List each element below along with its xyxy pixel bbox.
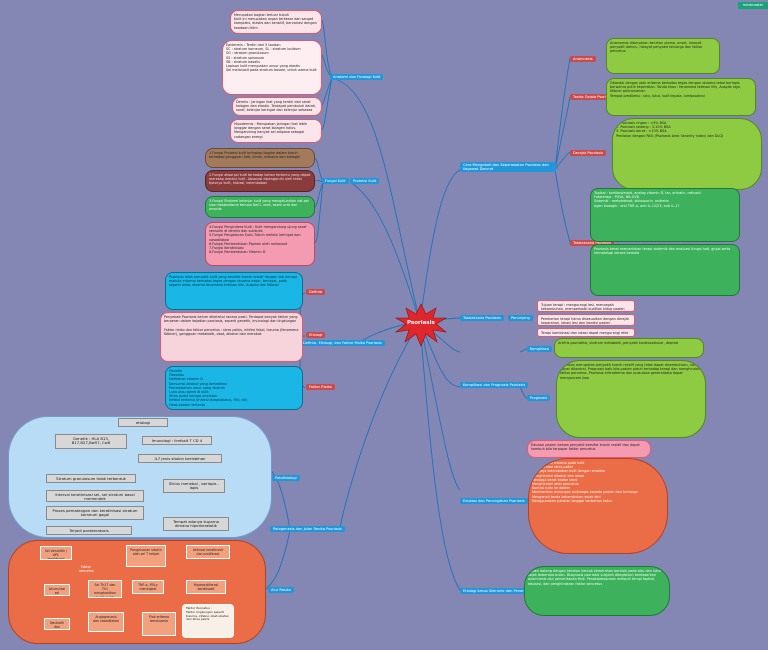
pg-box-6: TNF-α, IFN-γ meningkat bbox=[132, 580, 164, 594]
branch-patofisiologi[interactable]: Patofisiologi bbox=[272, 475, 300, 482]
pato-sitokin: IL7 jenis sitokin berlebihan bbox=[138, 454, 222, 463]
pato-imunologi: Imunologi : limfosit T CD 4 bbox=[142, 436, 212, 445]
note-edukasi: Menghindari trauma pada kulit Menghindar… bbox=[528, 458, 668, 554]
branch-definisi-etiologi[interactable]: Definisi, Etiologi, dan Faktor Risiko Ps… bbox=[300, 340, 385, 347]
note-skenario: Pasien datang dengan keluhan bercak keme… bbox=[524, 566, 670, 616]
branch-etiologi-kasus[interactable]: Etiologi kasus Skenario dan Penanganan P… bbox=[460, 588, 556, 595]
note-fungsi-3: 3.Fungsi Ekskresi kelenjar kulit yang me… bbox=[205, 196, 315, 218]
pg-box-9: Neutrofil dan limfosit infiltrasi bbox=[44, 618, 70, 630]
branch-tatalaksana[interactable]: Tatalaksana Psoriasis bbox=[460, 315, 504, 322]
sub-derajat[interactable]: Derajat Psoriasis bbox=[570, 150, 607, 157]
note-edukasi-intro: Edukasi pasien bahwa penyakit bersifat k… bbox=[527, 440, 651, 458]
note-anatomi-4: Hipodermis : Merupakan jaringan ikat leb… bbox=[230, 119, 322, 143]
sub-anamnesis[interactable]: Anamnesis bbox=[570, 56, 596, 63]
note-tata-1: Tujuan terapi : mengurangi lesi, mencega… bbox=[537, 300, 635, 312]
note-cara-5: Psoriasis berat memerlukan terapi sistem… bbox=[590, 244, 740, 296]
pato-siklus: Siklus menebal , berlapis - lapis bbox=[163, 479, 225, 493]
note-tata-2: Pemberian terapi harus disesuaikan denga… bbox=[537, 314, 635, 326]
note-etiologi: Penyebab Psoriasis belum diketahui secar… bbox=[160, 312, 303, 362]
pg-box-3: Aktivasi keratinosit dan proliferasi bbox=[186, 545, 230, 559]
note-cara-3: 1. Psoriasis ringan : <3% BSA 2. Psorias… bbox=[612, 118, 762, 190]
branch-proteksi-kulit[interactable]: Proteksi Kulit bbox=[350, 178, 380, 185]
pato-terjadi: Terjadi parakeratosis bbox=[46, 526, 132, 535]
branch-cara-mengobati[interactable]: Cara Mengobati dan Keperawatan Psoriasis… bbox=[460, 162, 556, 173]
pg-box-7: Hiperproliferasi keratinosit bbox=[186, 580, 226, 594]
sub-prognosis[interactable]: Prognosis bbox=[527, 395, 551, 402]
branch-penunjang[interactable]: Penunjang bbox=[508, 315, 533, 322]
branch-faktor-risiko[interactable]: Faktor Risiko bbox=[306, 384, 335, 391]
note-cara-4: Topikal : kortikosteroid, analog vitamin… bbox=[590, 188, 740, 242]
branch-etiologi[interactable]: Etiologi bbox=[306, 332, 326, 339]
note-prognosis: Psoriasis merupakan penyakit kronik resi… bbox=[556, 360, 706, 438]
central-burst-shape bbox=[394, 303, 448, 347]
pato-stratum: Stratum granulosum tidak terbentuk bbox=[46, 474, 136, 483]
note-cara-1: Anamnesis ditanyakan keluhan utama, onse… bbox=[606, 38, 720, 74]
note-anatomi-2: Epidermis : Terdiri dari 5 lapisan SC : … bbox=[222, 40, 322, 95]
pg-box-2: Pengeluaran sitokin oleh sel T helper bbox=[126, 545, 166, 567]
app-badge[interactable]: mindmaster bbox=[738, 2, 768, 9]
note-fungsi-4: 4.Fungsi Pengindera Kulit : Kulit mengan… bbox=[205, 222, 315, 266]
note-anatomi-1: Merupakan bagian terluar tubuh Kulit ini… bbox=[230, 10, 322, 34]
pato-tempat: Tempat adanya kuparna dimana hiperkerato… bbox=[163, 517, 229, 531]
pato-interval: Interval keratinisasi sel- sel stratum b… bbox=[46, 490, 144, 502]
pato-genetik: Genetik : HLA B13, B17,B27,Bw57, Cw6 bbox=[55, 434, 127, 449]
branch-alur-resiko[interactable]: Alur Resiko bbox=[268, 587, 294, 594]
note-fungsi-1: 1.Fungsi Proteksi kulit terhadap bagian … bbox=[205, 148, 315, 168]
sub-komplikasi[interactable]: Komplikasi bbox=[527, 346, 553, 353]
branch-fungsi-kulit[interactable]: Fungsi Kulit bbox=[322, 178, 349, 185]
pato-title: etiologi bbox=[118, 418, 168, 427]
central-topic[interactable]: Psoriasis bbox=[407, 320, 435, 326]
note-fungsi-2: 2.Fungsi absorpsi kulit terhadap bahan t… bbox=[205, 170, 315, 192]
note-cara-2: Ditandai dengan plak eritema berbatas te… bbox=[606, 78, 756, 116]
branch-edukasi[interactable]: Edukasi dan Pencegahan Psoriasis bbox=[460, 498, 528, 505]
pg-box-8: Akumulasi sel bbox=[44, 584, 70, 596]
branch-definisi[interactable]: Definisi bbox=[306, 289, 326, 296]
sub-tatalaksana-derajat[interactable]: Tatalaksana Psoriasis bbox=[570, 240, 614, 247]
note-definisi: Psoriasis ialah penyakit kulit yang bers… bbox=[165, 272, 303, 310]
branch-komplikasi[interactable]: Komplikasi dan Prognosis Psoriasis bbox=[460, 382, 529, 389]
pato-proses: Proses pematangan dan keratinisasi strat… bbox=[46, 506, 144, 520]
branch-patogenesis[interactable]: Patogenesis dan Jalan Resiko Psoriasis bbox=[270, 526, 345, 533]
note-tata-3: Terapi kombinasi dan rotasi dapat mengur… bbox=[537, 328, 635, 337]
pg-box-10: Angiogenesis dan vasodilatasi bbox=[88, 612, 124, 632]
note-anatomi-3: Dermis : Jaringan ikat yang terdiri dari… bbox=[232, 97, 322, 116]
note-faktor-risiko: Genetik Obesitas Defisiensi vitamin D Ko… bbox=[165, 366, 303, 410]
branch-anatomi[interactable]: Anatomi dan Fisiologi Kulit bbox=[330, 74, 384, 81]
pg-faktor-note: Faktor Pencetus : Faktor lingkungan sepe… bbox=[182, 604, 234, 638]
note-komplikasi: Artritis psoriatika, sindrom metabolik, … bbox=[554, 338, 704, 358]
pg-box-5: Sel Th17 dan Th1 menghasilkan IL-17, IL-… bbox=[88, 580, 122, 598]
sub-tanda-gejala[interactable]: Tanda Gejala Psoriasis bbox=[570, 94, 616, 101]
pg-box-4: Faktor pencetus bbox=[79, 565, 94, 572]
pg-box-11: Plak eritema berskuama bbox=[142, 612, 176, 636]
pg-box-1: Sel dendritik / APC teraktivasi bbox=[40, 546, 72, 560]
